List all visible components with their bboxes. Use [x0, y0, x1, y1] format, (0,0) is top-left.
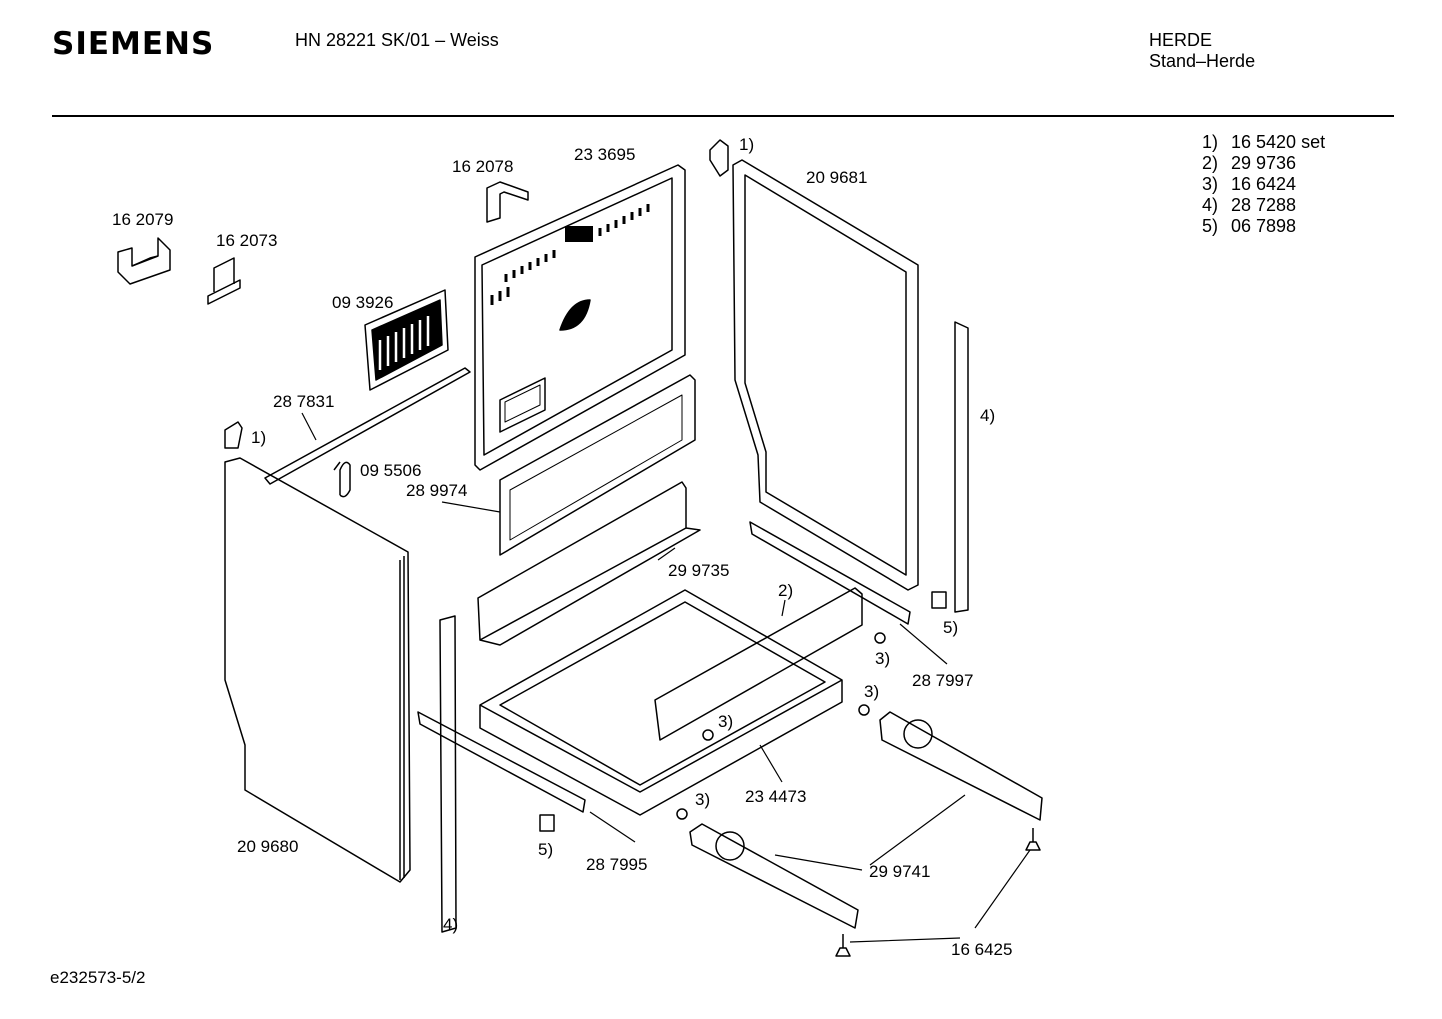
ref-4-left: 4): [443, 915, 458, 934]
part-clip-5-right: [931, 591, 947, 609]
leader-lines: [301, 412, 1031, 943]
legend-key: 3): [1202, 174, 1219, 194]
drawing-id: e232573-5/2: [50, 968, 146, 987]
part-knob-3: [858, 704, 870, 716]
part-bottom-rail-299735: [477, 481, 701, 646]
label-209680: 20 9680: [237, 837, 298, 856]
label-233695: 23 3695: [574, 145, 635, 164]
part-cross-member-2: [654, 587, 863, 741]
model-title: HN 28221 SK/01 – Weiss: [295, 30, 499, 50]
label-287995: 28 7995: [586, 855, 647, 874]
ref-3: 3): [695, 790, 710, 809]
legend-value: 29 9736: [1231, 153, 1297, 173]
label-289974: 28 9974: [406, 481, 467, 500]
part-foot-166425: [835, 934, 851, 957]
label-299735: 29 9735: [668, 561, 729, 580]
legend-key: 2): [1202, 153, 1219, 173]
part-strip-4-left: [439, 615, 457, 933]
part-front-rail-289974: [499, 374, 696, 556]
label-287831: 28 7831: [273, 392, 334, 411]
ref-5-left: 5): [538, 840, 553, 859]
part-back-panel-233695: [474, 164, 686, 471]
part-clip-1-right: [709, 139, 729, 177]
subcategory-title: Stand–Herde: [1149, 51, 1256, 71]
label-162078: 16 2078: [452, 157, 513, 176]
category-title: HERDE: [1149, 30, 1213, 50]
legend-row: 2) 29 9736: [1202, 153, 1325, 174]
label-234473: 23 4473: [745, 787, 806, 806]
brand-logo: SIEMENS: [52, 26, 215, 62]
part-wheel-rail-right: [879, 711, 1043, 821]
label-162073: 16 2073: [216, 231, 277, 250]
ref-3: 3): [864, 682, 879, 701]
part-slide-rail-287997: [749, 521, 911, 625]
legend-value: 16 5420 set: [1231, 132, 1326, 152]
part-hook-095506: [333, 461, 351, 498]
legend-row: 1) 16 5420 set: [1202, 132, 1325, 153]
part-rail-287831: [264, 367, 471, 485]
legend-value: 06 7898: [1231, 216, 1297, 236]
part-bracket-162079: [117, 237, 171, 285]
part-clip-162073: [207, 257, 241, 305]
ref-3: 3): [875, 649, 890, 668]
legend-row: 5) 06 7898: [1202, 216, 1325, 237]
ref-1-right: 1): [739, 135, 754, 154]
label-093926: 09 3926: [332, 293, 393, 312]
part-knob-3: [874, 632, 886, 644]
part-strip-4-right: [954, 321, 969, 613]
ref-2: 2): [778, 581, 793, 600]
label-162079: 16 2079: [112, 210, 173, 229]
part-slide-rail-287995: [417, 711, 586, 813]
part-knob-3: [702, 729, 714, 741]
ref-4-right: 4): [980, 406, 995, 425]
part-vent-093926: [364, 289, 449, 391]
part-clip-1-left: [224, 421, 243, 449]
legend-value: 28 7288: [1231, 195, 1297, 215]
header-divider: [52, 115, 1394, 117]
ref-3: 3): [718, 712, 733, 731]
part-clip-5-left: [539, 814, 555, 832]
legend-row: 4) 28 7288: [1202, 195, 1325, 216]
part-side-frame-209681: [732, 159, 919, 591]
label-095506: 09 5506: [360, 461, 421, 480]
legend-value: 16 6424: [1231, 174, 1297, 194]
part-foot-166425: [1025, 828, 1041, 851]
part-side-panel-209680: [224, 457, 411, 883]
label-166425: 16 6425: [951, 940, 1012, 959]
part-base-frame-234473: [479, 589, 843, 816]
part-knob-3: [676, 808, 688, 820]
label-209681: 20 9681: [806, 168, 867, 187]
ref-5-right: 5): [943, 618, 958, 637]
legend-key: 5): [1202, 216, 1219, 236]
legend-key: 1): [1202, 132, 1219, 152]
label-287997: 28 7997: [912, 671, 973, 690]
reference-legend: 1) 16 5420 set 2) 29 9736 3) 16 6424 4) 28 7…: [1202, 132, 1325, 237]
part-angle-162078: [486, 181, 529, 223]
legend-row: 3) 16 6424: [1202, 174, 1325, 195]
part-wheel-rail-left: [689, 823, 859, 929]
label-299741: 29 9741: [869, 862, 930, 881]
ref-1-left: 1): [251, 428, 266, 447]
legend-key: 4): [1202, 195, 1219, 215]
